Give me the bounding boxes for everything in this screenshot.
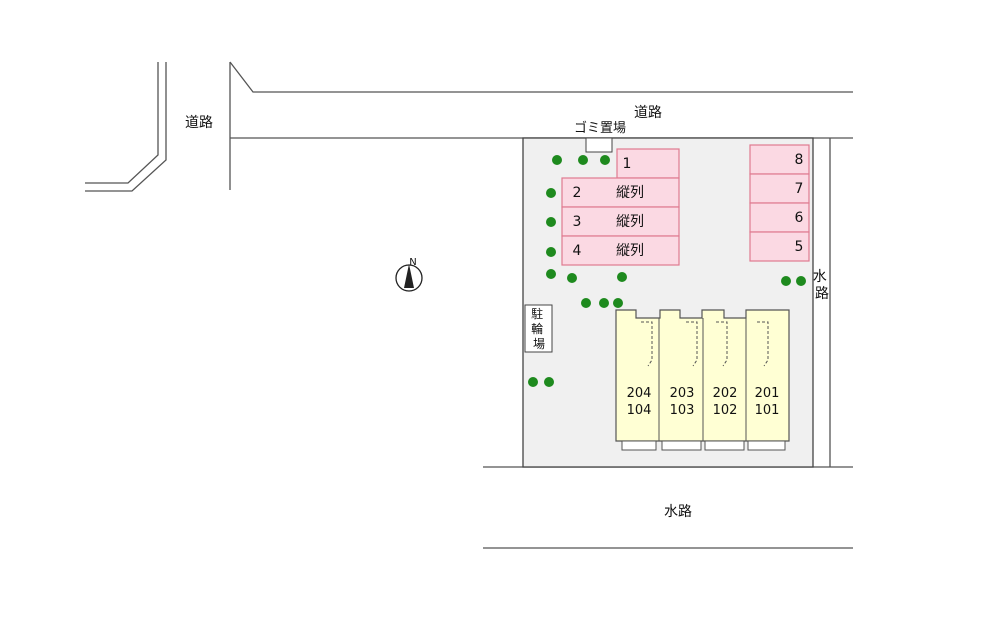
parking-space-number: 6 bbox=[795, 210, 804, 226]
parking-space-number: 5 bbox=[795, 239, 804, 255]
west-road-label: 道路 bbox=[185, 115, 213, 131]
tree-icon bbox=[567, 273, 577, 283]
tree-icon bbox=[546, 188, 556, 198]
tree-icon bbox=[578, 155, 588, 165]
parking-space-number: 4 bbox=[573, 243, 582, 259]
parking-space-number: 8 bbox=[795, 152, 804, 168]
tree-icon bbox=[781, 276, 791, 286]
north-road-label: 道路 bbox=[634, 105, 662, 121]
tree-icon bbox=[552, 155, 562, 165]
unit-number-upper: 202 bbox=[713, 386, 738, 401]
tree-icon bbox=[600, 155, 610, 165]
west-road bbox=[85, 62, 167, 192]
west-parking: 1 2 縦列 3 縦列 4 縦列 bbox=[561, 148, 680, 266]
parking-space-number: 3 bbox=[573, 214, 582, 230]
unit-number-lower: 104 bbox=[627, 403, 652, 418]
tree-icon bbox=[613, 298, 623, 308]
apartment-building: 204 104 203 103 202 102 201 101 bbox=[615, 309, 790, 451]
tree-icon bbox=[546, 217, 556, 227]
unit-number-upper: 204 bbox=[627, 386, 652, 401]
parking-space-number: 2 bbox=[573, 185, 582, 201]
tree-icon bbox=[581, 298, 591, 308]
parking-space-number: 7 bbox=[795, 181, 804, 197]
parking-space-number: 1 bbox=[623, 156, 632, 172]
east-waterway-label: 水 路 bbox=[813, 269, 831, 302]
compass-north-label: N bbox=[409, 257, 416, 268]
bicycle-parking-label: 駐 輪 場 bbox=[531, 306, 547, 351]
unit-number-upper: 201 bbox=[755, 386, 780, 401]
garbage-area-label: ゴミ置場 bbox=[574, 120, 626, 136]
east-parking: 8 7 6 5 bbox=[749, 144, 810, 262]
unit-number-lower: 103 bbox=[670, 403, 695, 418]
tree-icon bbox=[544, 377, 554, 387]
tree-icon bbox=[528, 377, 538, 387]
garbage-area: ゴミ置場 bbox=[574, 120, 626, 153]
south-waterway-label: 水路 bbox=[664, 504, 692, 520]
unit-number-lower: 102 bbox=[713, 403, 738, 418]
compass-icon: N bbox=[395, 257, 423, 292]
trees bbox=[528, 155, 806, 387]
bicycle-parking: 駐 輪 場 bbox=[524, 304, 553, 353]
tree-icon bbox=[796, 276, 806, 286]
parking-space-note: 縦列 bbox=[616, 214, 644, 230]
tree-icon bbox=[546, 269, 556, 279]
tree-icon bbox=[617, 272, 627, 282]
unit-number-upper: 203 bbox=[670, 386, 695, 401]
tree-icon bbox=[599, 298, 609, 308]
parking-space-note: 縦列 bbox=[616, 243, 644, 259]
unit-number-lower: 101 bbox=[755, 403, 780, 418]
parking-space-note: 縦列 bbox=[616, 185, 644, 201]
tree-icon bbox=[546, 247, 556, 257]
